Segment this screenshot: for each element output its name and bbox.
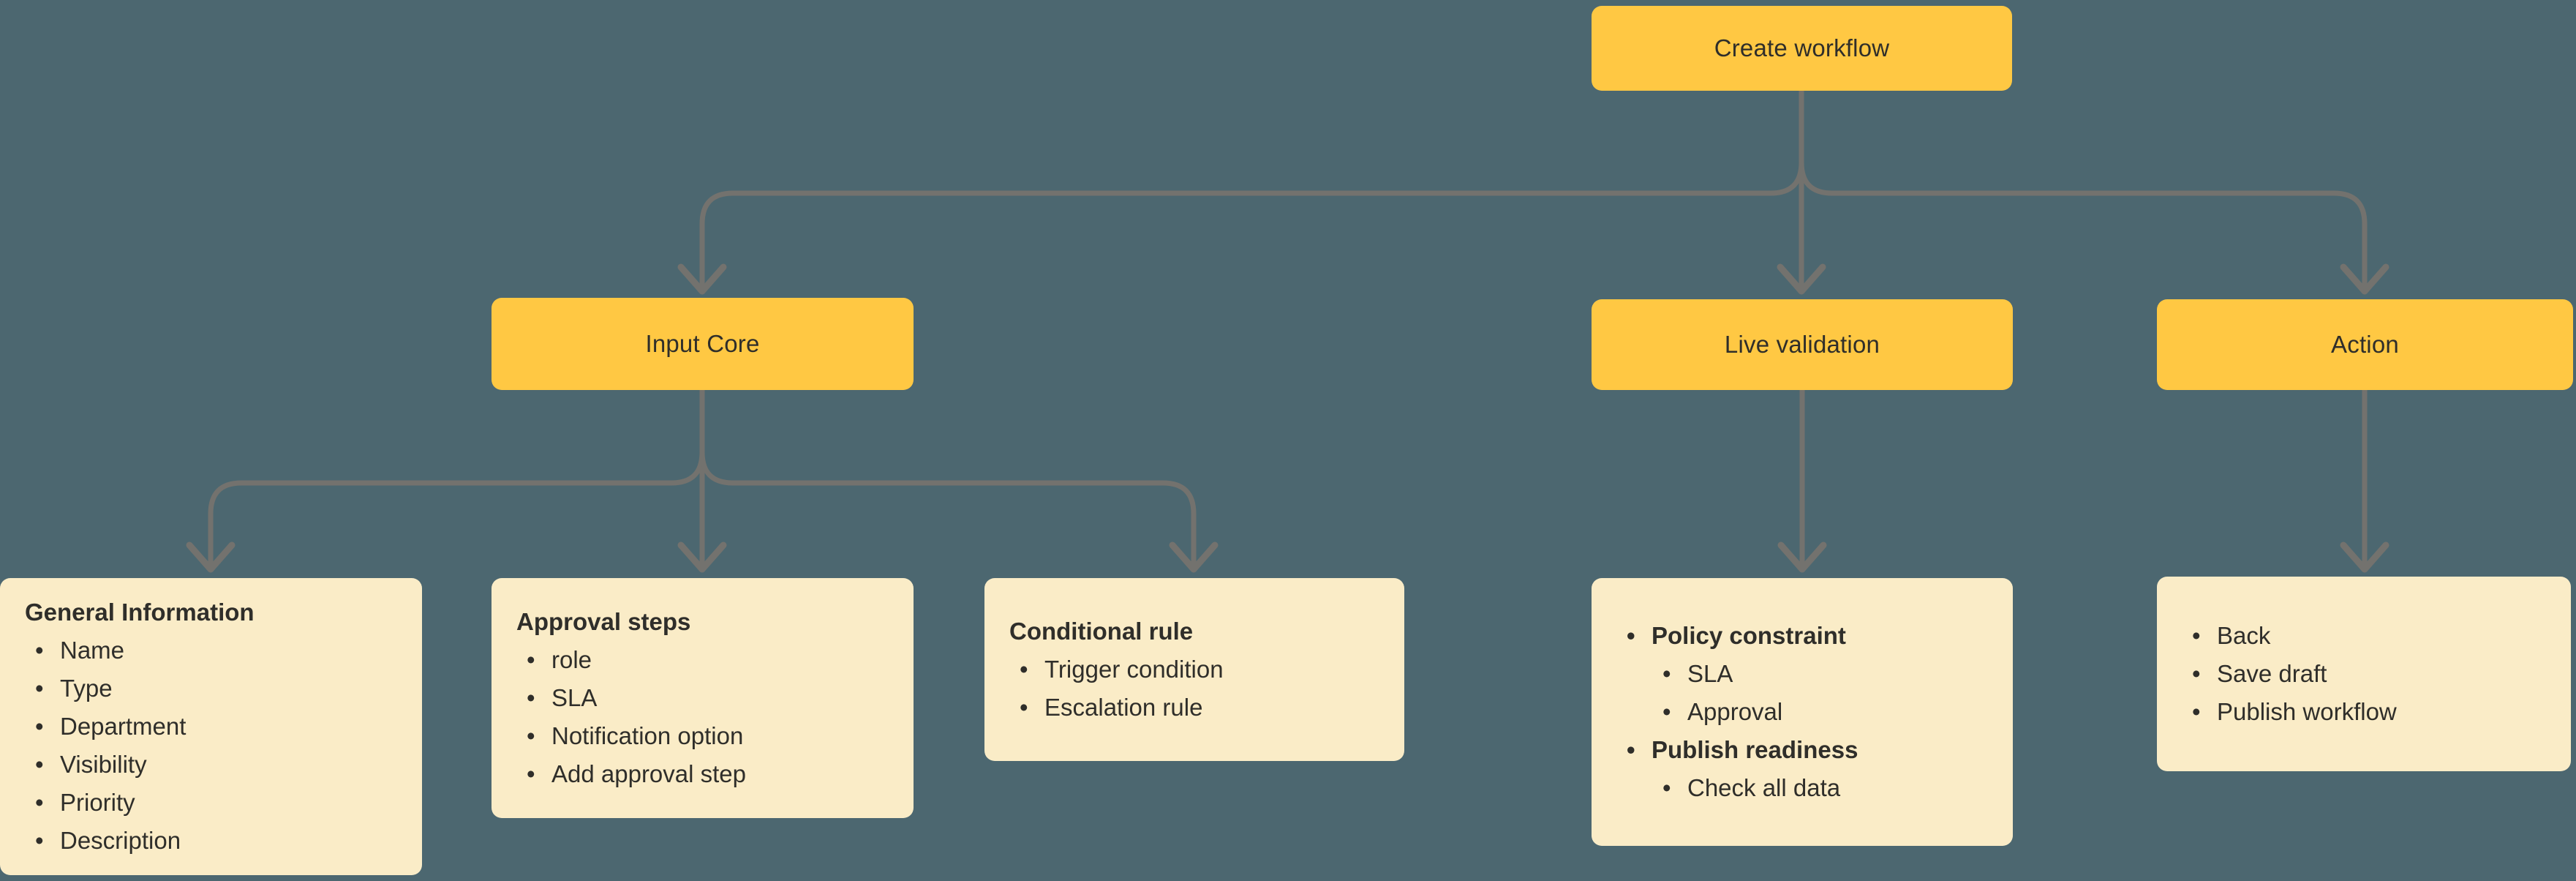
list-item: Back [2182,617,2559,655]
arrowhead-icon [1777,263,1826,295]
leaf-conditional-rule: Conditional rule Trigger condition Escal… [984,578,1404,761]
list-item: Check all data [1652,769,2001,807]
node-label: Action [2331,331,2399,358]
node-action: Action [2157,299,2573,390]
node-label: Input Core [645,330,760,357]
list-item: Trigger condition [1009,651,1393,689]
leaf-title: Conditional rule [1009,618,1194,645]
arrowhead-icon [677,263,727,295]
leaf-sublist: SLA Approval [1616,655,2001,731]
edge-input-core-to-conditional-rule [699,387,1197,566]
list-item: Priority [25,784,410,822]
leaf-list: Back Save draft Publish workflow [2182,617,2559,731]
list-item: Name [25,631,410,670]
leaf-general-information: General Information Name Type Department… [0,578,422,875]
arrowhead-icon [677,541,727,573]
edge-input-core-to-general-information [208,387,705,566]
leaf-title: General Information [25,599,255,626]
leaf-list: Publish readiness [1616,731,2001,769]
leaf-validation-checks: Policy constraint SLA Approval Publish r… [1592,578,2013,846]
edge-root-to-input-core [699,88,1804,288]
leaf-approval-steps: Approval steps role SLA Notification opt… [492,578,914,818]
list-item: Notification option [516,717,902,755]
list-item: SLA [516,679,902,717]
list-item-group-title: Publish readiness [1616,731,2001,769]
node-label: Create workflow [1714,34,1890,61]
list-item: Visibility [25,746,410,784]
leaf-sublist: Check all data [1616,769,2001,807]
leaf-list: Name Type Department Visibility Priority… [25,631,410,860]
leaf-action-items: Back Save draft Publish workflow [2157,577,2571,771]
node-create-workflow: Create workflow [1592,6,2012,91]
list-item: Escalation rule [1009,689,1393,727]
leaf-list: role SLA Notification option Add approva… [516,641,902,793]
list-item: role [516,641,902,679]
arrowhead-icon [2340,263,2389,295]
leaf-title: Approval steps [516,608,691,635]
list-item: Save draft [2182,655,2559,693]
list-item: Approval [1652,693,2001,731]
list-item: SLA [1652,655,2001,693]
list-item: Publish workflow [2182,693,2559,731]
edge-root-to-action [1799,88,2368,288]
list-item: Description [25,822,410,860]
list-item: Type [25,670,410,708]
arrowhead-icon [2340,541,2389,573]
leaf-list: Policy constraint [1616,617,2001,655]
arrowhead-icon [1169,541,1219,573]
list-item: Department [25,708,410,746]
node-label: Live validation [1724,331,1880,358]
node-live-validation: Live validation [1592,299,2013,390]
arrowhead-icon [1777,541,1827,573]
list-item: Add approval step [516,755,902,793]
arrowhead-icon [186,541,236,573]
list-item-group-title: Policy constraint [1616,617,2001,655]
leaf-list: Trigger condition Escalation rule [1009,651,1393,727]
node-input-core: Input Core [492,298,914,390]
